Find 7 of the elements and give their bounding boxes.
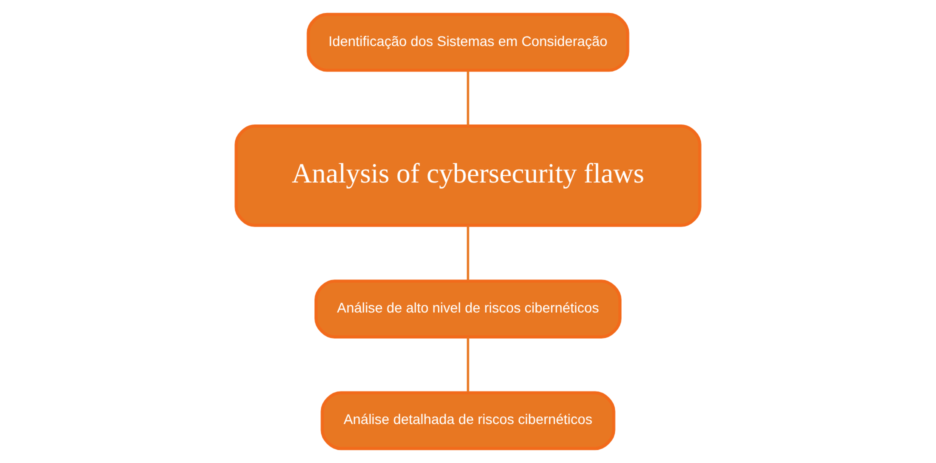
connector — [466, 337, 470, 392]
node-box: Analysis of cybersecurity flaws — [234, 124, 702, 227]
connector — [466, 70, 470, 126]
node-box: Análise detalhada de riscos cibernéticos — [320, 391, 616, 450]
connector — [466, 225, 470, 281]
node-box: Análise de alto nivel de riscos cibernéticos — [314, 280, 622, 338]
node-box: Identificação dos Sistemas em Consideração — [306, 12, 630, 72]
